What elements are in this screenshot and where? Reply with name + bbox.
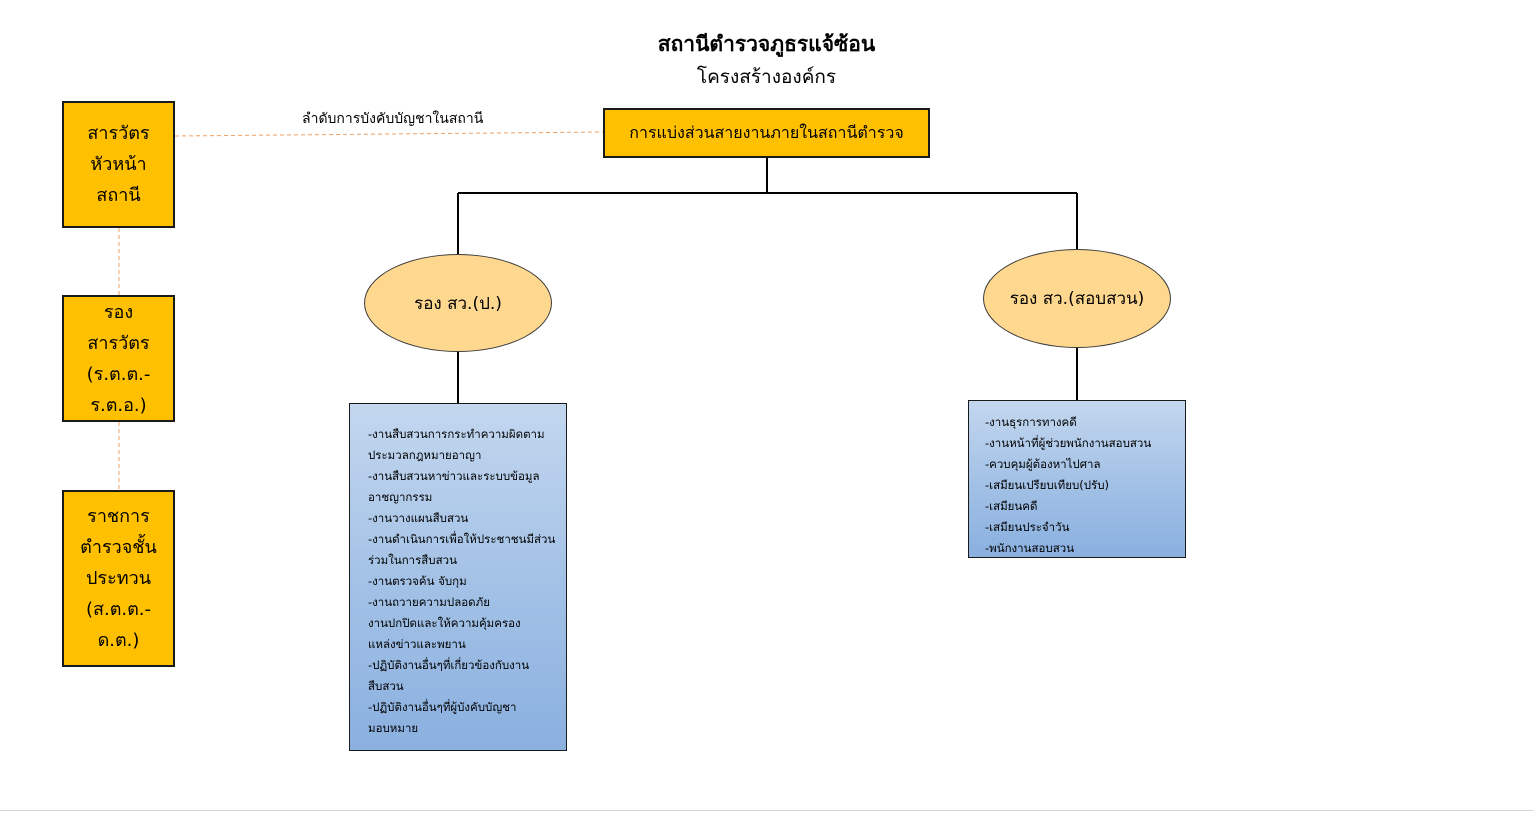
duty-item: -งานหน้าที่ผู้ช่วยพนักงานสอบสวน	[985, 436, 1152, 450]
duty-item: -ควบคุมผู้ต้องหาไปศาล	[985, 457, 1101, 471]
duty-item: -เสมียนประจำวัน	[985, 520, 1070, 534]
deputy-box-line: สารวัตร	[87, 332, 150, 354]
duty-item: มอบหมาย	[368, 721, 419, 735]
duty-item: -งานตรวจค้น จับกุม	[368, 574, 467, 588]
duty-item: -เสมียนเปรียบเทียบ(ปรับ)	[985, 478, 1110, 492]
deputy-box-line: (ร.ต.ต.-	[86, 363, 151, 385]
chief-box-line: สถานี	[96, 185, 141, 206]
duty-item: -งานสืบสวนหาข่าวและระบบข้อมูล	[368, 469, 540, 483]
duty-item: -ปฏิบัติงานอื่นๆที่เกี่ยวข้องกับงาน	[368, 658, 530, 672]
branch-label: รอง สว.(สอบสวน)	[1009, 289, 1145, 309]
chief-box-line: สารวัตร	[87, 123, 150, 144]
command-chain-label: ลำดับการบังคับบัญชาในสถานี	[302, 111, 484, 127]
duty-item: -งานธุรการทางคดี	[985, 415, 1077, 429]
nco-box-line: (ส.ต.ต.-	[85, 599, 152, 620]
duty-item: งานปกปิดและให้ความคุ้มครอง	[368, 616, 521, 630]
duties-box-right: -งานธุรการทางคดี -งานหน้าที่ผู้ช่วยพนักง…	[968, 400, 1186, 558]
duty-item: -งานสืบสวนการกระทำความผิดตาม	[368, 427, 545, 441]
chief-inspector-box: สารวัตร หัวหน้า สถานี	[62, 101, 175, 228]
deputy-inspector-box: รอง สารวัตร (ร.ต.ต.- ร.ต.อ.)	[62, 295, 175, 422]
duties-box-left: -งานสืบสวนการกระทำความผิดตาม ประมวลกฎหมา…	[349, 403, 567, 751]
duty-item: -เสมียนคดี	[985, 499, 1038, 513]
duty-item: แหล่งข่าวและพยาน	[368, 637, 466, 651]
division-label: การแบ่งส่วนสายงานภายในสถานีตำรวจ	[629, 122, 904, 142]
duty-item: -ปฏิบัติงานอื่นๆที่ผู้บังคับบัญชา	[368, 700, 517, 714]
duty-list: -งานธุรการทางคดี -งานหน้าที่ผู้ช่วยพนักง…	[985, 412, 1185, 559]
duty-item: สืบสวน	[368, 679, 404, 693]
duty-item: -พนักงานสอบสวน	[985, 541, 1075, 555]
nco-box-line: ตำรวจชั้น	[80, 537, 157, 558]
branch-inquiry-ellipse: รอง สว.(สอบสวน)	[983, 249, 1171, 348]
page-subtitle: โครงสร้างองค์กร	[696, 66, 837, 88]
duty-item: อาชญากรรม	[368, 490, 433, 504]
duty-item: -งานวางแผนสืบสวน	[368, 511, 469, 525]
nco-box-line: ประทวน	[85, 568, 152, 589]
footer-divider	[0, 810, 1533, 811]
deputy-box-line: ร.ต.อ.)	[90, 394, 147, 416]
nco-box-line: ราชการ	[87, 506, 150, 527]
branch-label: รอง สว.(ป.)	[414, 293, 502, 314]
branch-investigation-suppression-ellipse: รอง สว.(ป.)	[364, 254, 552, 352]
deputy-box-line: รอง	[103, 301, 134, 323]
noncommissioned-officers-box: ราชการ ตำรวจชั้น ประทวน (ส.ต.ต.- ด.ต.)	[62, 490, 175, 667]
duty-item: -งานถวายความปลอดภัย	[368, 595, 490, 609]
page-title: สถานีตำรวจภูธรแจ้ซ้อน	[657, 32, 876, 56]
dashed-connector-horizontal	[174, 131, 605, 137]
duty-item: ประมวลกฎหมายอาญา	[368, 448, 482, 462]
division-box: การแบ่งส่วนสายงานภายในสถานีตำรวจ	[603, 108, 930, 158]
duty-item: -งานดำเนินการเพื่อให้ประชาชนมีส่วน	[368, 532, 556, 546]
chief-box-line: หัวหน้า	[90, 154, 147, 175]
nco-box-line: ด.ต.)	[97, 630, 140, 651]
duty-item: ร่วมในการสืบสวน	[368, 553, 457, 567]
duty-list: -งานสืบสวนการกระทำความผิดตาม ประมวลกฎหมา…	[368, 424, 566, 739]
